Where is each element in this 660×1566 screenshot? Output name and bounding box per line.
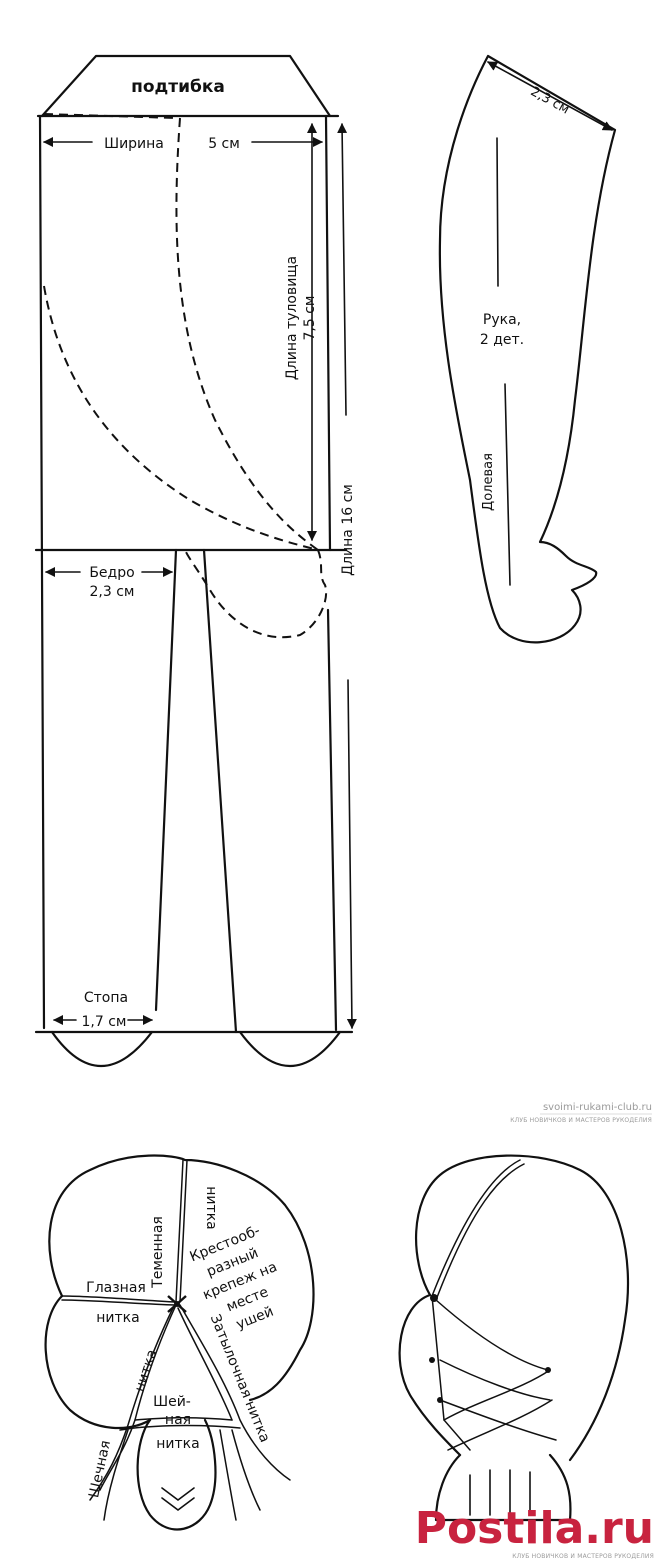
dashed-top-line bbox=[43, 113, 177, 119]
foot-value: 1,7 см bbox=[82, 1014, 127, 1030]
head-chin bbox=[136, 1418, 217, 1531]
right-edge bbox=[324, 114, 332, 552]
neck-thread-label-1: Шей- bbox=[153, 1394, 191, 1410]
left-foot bbox=[50, 1030, 154, 1067]
torso-length-label: Длина туловища bbox=[284, 256, 300, 380]
postila-subtext: КЛУБ НОВИЧКОВ И МАСТЕРОВ РУКОДЕЛИЯ bbox=[512, 1553, 654, 1560]
neck-thread-label-3: нитка bbox=[156, 1436, 199, 1452]
arm-grain-line-top bbox=[496, 137, 499, 287]
arm-grain-label: Долевая bbox=[481, 453, 496, 511]
left-edge bbox=[38, 114, 46, 1030]
cheek-thread-left-label: нитка bbox=[132, 1348, 161, 1394]
head-thread-diagram: Теменная нитка Крестооб- разный крепеж н… bbox=[44, 1154, 315, 1531]
total-length-label: Длина 16 см bbox=[340, 484, 356, 576]
head-sketch-neck bbox=[434, 1453, 572, 1522]
total-length-arrow-bottom bbox=[346, 679, 357, 1029]
cross-knot-icon bbox=[167, 1295, 187, 1313]
postila-logo: Postila.ru bbox=[415, 1503, 654, 1554]
watermark: svoimi-rukami-club.ru КЛУБ НОВИЧКОВ И МА… bbox=[510, 1102, 652, 1124]
width-value: 5 см bbox=[208, 136, 240, 152]
width-label: Ширина bbox=[104, 136, 164, 152]
neck-thread-label-2: ная bbox=[165, 1412, 191, 1428]
fold-label: подтибка bbox=[131, 77, 225, 97]
right-leg-outer bbox=[326, 608, 338, 1032]
postila-branding: Postila.ru КЛУБ НОВИЧКОВ И МАСТЕРОВ РУКО… bbox=[415, 1503, 654, 1560]
arm-count: 2 дет. bbox=[480, 332, 524, 348]
right-leg-inner bbox=[202, 548, 238, 1034]
arm-width-value: 2,3 см bbox=[528, 84, 572, 117]
watermark-tagline: КЛУБ НОВИЧКОВ И МАСТЕРОВ РУКОДЕЛИЯ bbox=[510, 1117, 652, 1124]
cross-mount-label: Крестооб- разный крепеж на месте ушей bbox=[188, 1223, 280, 1333]
crown-thread-label-2: нитка bbox=[203, 1186, 219, 1229]
right-foot bbox=[238, 1030, 342, 1067]
arm-width-arrow bbox=[487, 61, 613, 131]
hip-value: 2,3 см bbox=[90, 584, 135, 600]
arm-title: Рука, bbox=[483, 312, 521, 328]
head-sketch bbox=[398, 1154, 630, 1522]
neck-thread-line bbox=[134, 1416, 233, 1421]
head-middle-lobe bbox=[44, 1294, 152, 1430]
fold-flap-outline bbox=[40, 54, 332, 118]
watermark-site: svoimi-rukami-club.ru bbox=[543, 1102, 652, 1113]
head-upper-lobe bbox=[48, 1154, 315, 1402]
crown-thread-line bbox=[175, 1159, 184, 1303]
head-sketch-lower bbox=[398, 1293, 462, 1457]
hip-label: Бедро bbox=[89, 565, 134, 581]
head-sketch-upper bbox=[415, 1154, 630, 1462]
torso-length-value: 7,5 см bbox=[302, 296, 318, 341]
body-pattern: подтибка Ширина 5 см Длина туловища 7,5 bbox=[34, 54, 357, 1067]
eye-thread-label-2: нитка bbox=[96, 1310, 139, 1326]
foot-label: Стопа bbox=[84, 990, 128, 1006]
arm-pattern: 2,3 см Рука, 2 дет. Долевая bbox=[438, 54, 617, 644]
crown-thread-label-1: Теменная bbox=[150, 1216, 166, 1289]
dashed-cut-line-outer bbox=[43, 285, 328, 639]
cheek-thread-line bbox=[99, 1304, 177, 1491]
arm-outline bbox=[438, 54, 617, 644]
eye-thread-line bbox=[61, 1295, 176, 1303]
left-leg-inner bbox=[154, 548, 178, 1012]
total-length-arrow-top bbox=[337, 123, 348, 416]
back-thread-line bbox=[179, 1304, 291, 1481]
dashed-cut-line-inner bbox=[175, 117, 319, 551]
eye-thread-label-1: Глазная bbox=[86, 1280, 146, 1296]
arm-grain-line-bottom bbox=[504, 383, 511, 586]
